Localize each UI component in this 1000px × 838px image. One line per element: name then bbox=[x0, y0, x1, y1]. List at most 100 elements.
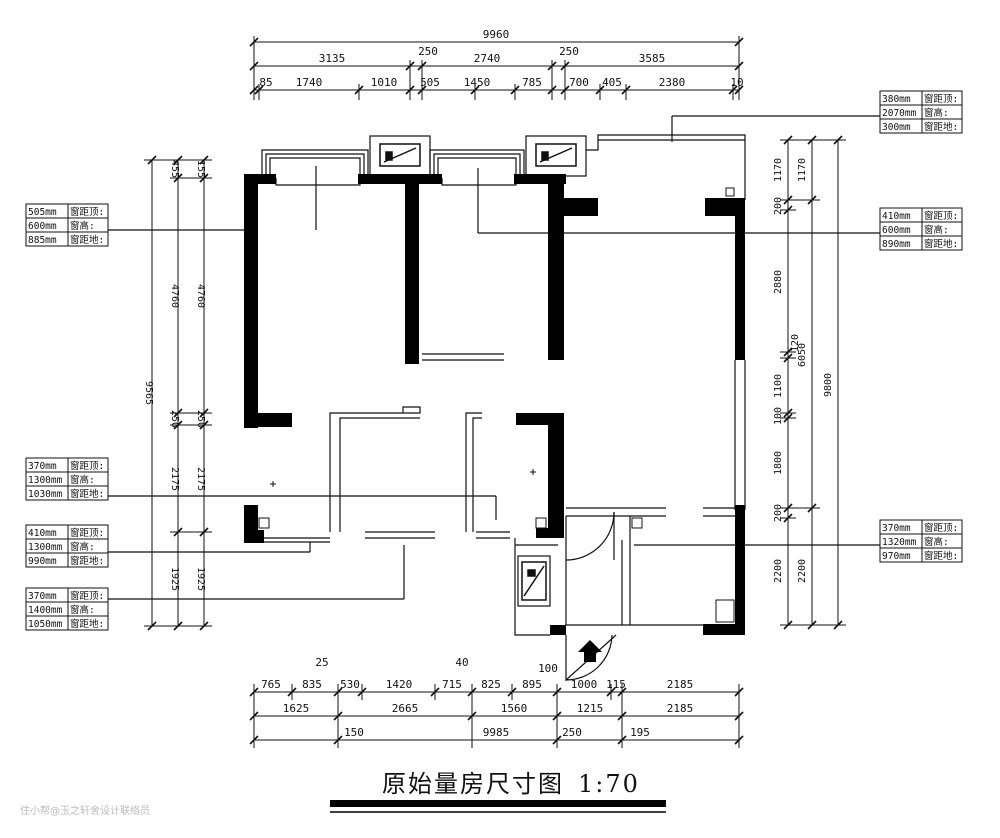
window-tag-label: 窗距顶: bbox=[924, 93, 958, 105]
bottom-dimension-ticks bbox=[249, 687, 744, 745]
window-tag-label: 窗距地: bbox=[70, 618, 104, 630]
bottom-row1-small-label: 100 bbox=[538, 662, 558, 675]
bottom-row3-label: 150 bbox=[344, 726, 364, 739]
right-col-a-label: 200 bbox=[773, 197, 784, 215]
left-dimension-ticks bbox=[147, 155, 209, 631]
top-dimension-ticks bbox=[249, 37, 744, 95]
top-dimension-labels: 9960 3135 250 2740 250 3585 85 1740 1010… bbox=[259, 28, 743, 89]
right-col-b-label: 1170 bbox=[797, 158, 808, 182]
window-tag-value: 410mm bbox=[882, 211, 911, 222]
top-row1-label: 3135 bbox=[319, 52, 346, 65]
left-col-b-label: 1925 bbox=[195, 567, 206, 591]
right-col-a-label: 200 bbox=[773, 504, 784, 522]
entry-arrow-icon bbox=[578, 640, 602, 662]
plan-scale: 1:70 bbox=[578, 770, 640, 798]
top-row1-label: 2740 bbox=[474, 52, 501, 65]
window-tag-value: 970mm bbox=[882, 551, 911, 562]
window-tag-label: 窗距地: bbox=[70, 488, 104, 500]
right-overall-label: 9800 bbox=[823, 373, 834, 397]
top-row2-label: 10 bbox=[730, 76, 743, 89]
window-tag-label: 窗高: bbox=[70, 220, 95, 232]
right-col-a-label: 2880 bbox=[773, 270, 784, 294]
bottom-row1-label: 2185 bbox=[667, 678, 694, 691]
left-col-a-label: 1925 bbox=[169, 567, 180, 591]
window-tag-label: 窗距地: bbox=[70, 555, 104, 567]
window-tag-label: 窗高: bbox=[924, 107, 949, 119]
bottom-row1-label: 825 bbox=[481, 678, 501, 691]
window-tag-label: 窗距地: bbox=[924, 550, 958, 562]
top-row2-label: 785 bbox=[522, 76, 542, 89]
window-tag-value: 300mm bbox=[882, 122, 911, 133]
wall-corner-markers bbox=[258, 187, 735, 623]
window-tag-value: 370mm bbox=[28, 591, 57, 602]
window-tag-label: 窗距地: bbox=[70, 234, 104, 246]
window-tag-value: 1320mm bbox=[882, 537, 917, 548]
top-row1-label: 250 bbox=[418, 45, 438, 58]
window-tag-label: 窗距顶: bbox=[70, 460, 104, 472]
top-row2-label: 405 bbox=[602, 76, 622, 89]
watermark-text: 住小帮@玉之轩舍设计联络员 bbox=[20, 804, 150, 817]
window-tag-value: 380mm bbox=[882, 94, 911, 105]
window-tag-value: 890mm bbox=[882, 239, 911, 250]
window-tag-value: 1300mm bbox=[28, 542, 63, 553]
bottom-row3-label: 9985 bbox=[483, 726, 510, 739]
window-tag-label: 窗距顶: bbox=[70, 206, 104, 218]
window-tag-label: 窗高: bbox=[924, 224, 949, 236]
left-col-b-label: 155 bbox=[195, 160, 206, 178]
top-row2-label: 85 bbox=[259, 76, 272, 89]
ac-unit-icons bbox=[379, 143, 577, 601]
bottom-row1-label: 1420 bbox=[386, 678, 413, 691]
right-col-a-label: 1100 bbox=[773, 374, 784, 398]
left-col-a-label: 455 bbox=[169, 160, 180, 178]
bottom-row1-label: 895 bbox=[522, 678, 542, 691]
window-tag-label: 窗高: bbox=[70, 541, 95, 553]
left-col-a-label: 4760 bbox=[169, 284, 180, 308]
right-dimension-chain bbox=[780, 139, 846, 626]
window-tag-label: 窗距地: bbox=[924, 121, 958, 133]
title-block: 原始量房尺寸图 1:70 住小帮@玉之轩舍设计联络员 bbox=[20, 770, 666, 817]
top-row1-label: 250 bbox=[559, 45, 579, 58]
right-dimension-ticks bbox=[783, 135, 843, 630]
right-col-a-label: 2200 bbox=[773, 559, 784, 583]
right-col-b-label: 6050 bbox=[797, 343, 808, 367]
top-row2-label: 1740 bbox=[296, 76, 323, 89]
bottom-row1-label: 530 bbox=[340, 678, 360, 691]
bottom-row2-label: 1560 bbox=[501, 702, 528, 715]
bottom-row1-small-label: 25 bbox=[315, 656, 328, 669]
window-tag-value: 1050mm bbox=[28, 619, 63, 630]
bottom-row1-label: 835 bbox=[302, 678, 322, 691]
thin-walls bbox=[108, 115, 880, 682]
floor-markers bbox=[270, 469, 536, 487]
window-tag-label: 窗高: bbox=[70, 604, 95, 616]
top-row2-label: 1450 bbox=[464, 76, 491, 89]
window-tag-label: 窗高: bbox=[924, 536, 949, 548]
bottom-row2-label: 1215 bbox=[577, 702, 604, 715]
window-tag-label: 窗距顶: bbox=[924, 210, 958, 222]
bottom-row1-label: 115 bbox=[606, 678, 626, 691]
bottom-row2-label: 2665 bbox=[392, 702, 419, 715]
top-row2-label: 1010 bbox=[371, 76, 398, 89]
top-row2-label: 700 bbox=[569, 76, 589, 89]
window-tag-value: 990mm bbox=[28, 556, 57, 567]
top-row2-label: 2380 bbox=[659, 76, 686, 89]
window-tag-label: 窗距顶: bbox=[70, 590, 104, 602]
bottom-row3-label: 250 bbox=[562, 726, 582, 739]
left-overall-label: 9565 bbox=[143, 381, 154, 405]
window-tag-value: 505mm bbox=[28, 207, 57, 218]
window-tag-value: 410mm bbox=[28, 528, 57, 539]
window-tag-value: 885mm bbox=[28, 235, 57, 246]
window-tag-value: 370mm bbox=[882, 523, 911, 534]
bottom-row1-small-label: 40 bbox=[455, 656, 468, 669]
window-tag-value: 1400mm bbox=[28, 605, 63, 616]
right-col-a-label: 100 bbox=[773, 407, 784, 425]
bottom-row3-label: 195 bbox=[630, 726, 650, 739]
left-col-b-label: 4760 bbox=[195, 284, 206, 308]
window-tag-value: 370mm bbox=[28, 461, 57, 472]
window-tag-value: 1030mm bbox=[28, 489, 63, 500]
top-overall-label: 9960 bbox=[483, 28, 510, 41]
bottom-dimension-labels: 765 835 530 1420 715 825 895 1000 115 21… bbox=[261, 656, 693, 739]
